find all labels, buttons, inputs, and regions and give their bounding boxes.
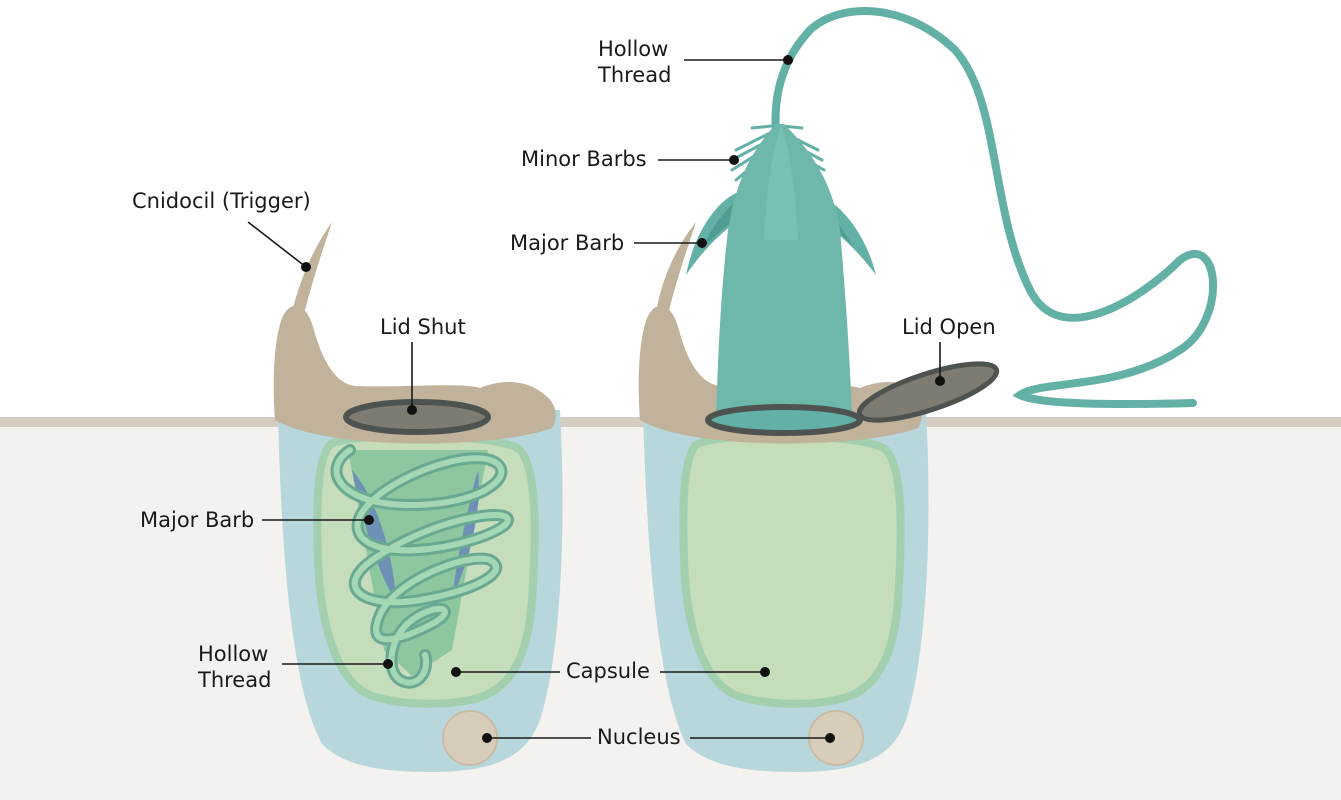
right-lid-rim [705,404,863,436]
label-capsule: Capsule [451,659,770,683]
label-major-barb-top: Major Barb [510,231,707,255]
right-shaft-highlight [764,128,798,240]
cnidocil-text: Cnidocil (Trigger) [132,189,311,213]
hollow-thread-top-line2: Thread [597,63,671,87]
right-thread-tail [1019,394,1194,407]
svg-text:Thread: Thread [597,63,671,87]
label-cnidocil: Cnidocil (Trigger) [132,189,311,272]
left-cap [273,305,556,444]
label-nucleus: Nucleus [482,725,835,749]
lid-open-text: Lid Open [902,315,996,339]
capsule-text: Capsule [566,659,650,683]
left-cnidocil [292,222,332,314]
major-barb-top-text: Major Barb [510,231,624,255]
right-cnidocil [656,222,696,314]
lid-shut-text: Lid Shut [380,315,466,339]
label-hollow-thread-top: Hollow Thread [597,37,793,87]
right-capsule [679,431,905,708]
label-lid-open: Lid Open [902,315,996,386]
left-cnidocyte [273,222,563,772]
nucleus-text: Nucleus [597,725,681,749]
label-major-barb-left: Major Barb [140,508,374,532]
hollow-thread-top-line1: Hollow [598,37,668,61]
right-everted-shaft [716,124,852,418]
hollow-thread-left-line1: Hollow [198,642,268,666]
right-cnidocyte [638,7,1218,772]
label-hollow-thread-left: Hollow Thread [197,642,393,692]
major-barb-left-text: Major Barb [140,508,254,532]
label-lid-shut: Lid Shut [380,315,466,415]
right-lid-open [856,361,1000,423]
minor-barbs-text: Minor Barbs [521,147,647,171]
right-hollow-thread [771,7,1218,409]
svg-text:Hollow: Hollow [198,642,268,666]
left-lid-shut [343,399,491,435]
label-minor-barbs: Minor Barbs [521,147,739,171]
hollow-thread-left-line2: Thread [197,668,271,692]
svg-text:Hollow: Hollow [598,37,668,61]
left-coiled-thread-highlight [333,447,511,686]
svg-text:Thread: Thread [197,668,271,692]
